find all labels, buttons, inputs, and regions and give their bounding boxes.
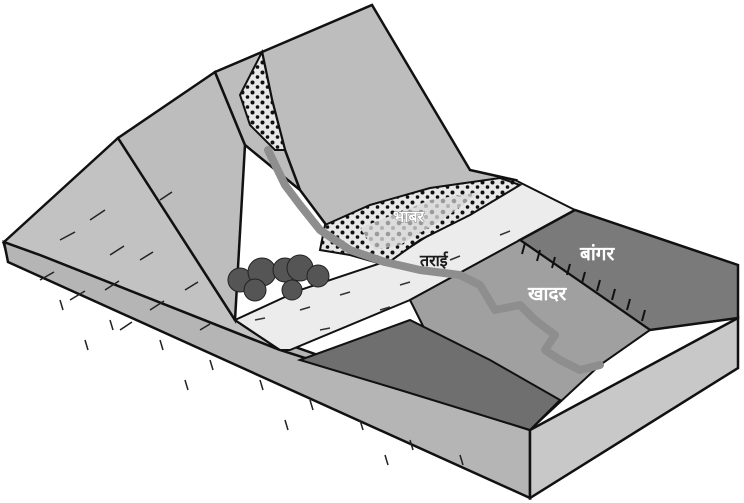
- label-khadar: खादर: [527, 283, 568, 305]
- label-terai: तराई: [419, 251, 449, 270]
- label-bangar: बांगर: [579, 243, 615, 265]
- label-bhabar: भाबर: [393, 207, 426, 226]
